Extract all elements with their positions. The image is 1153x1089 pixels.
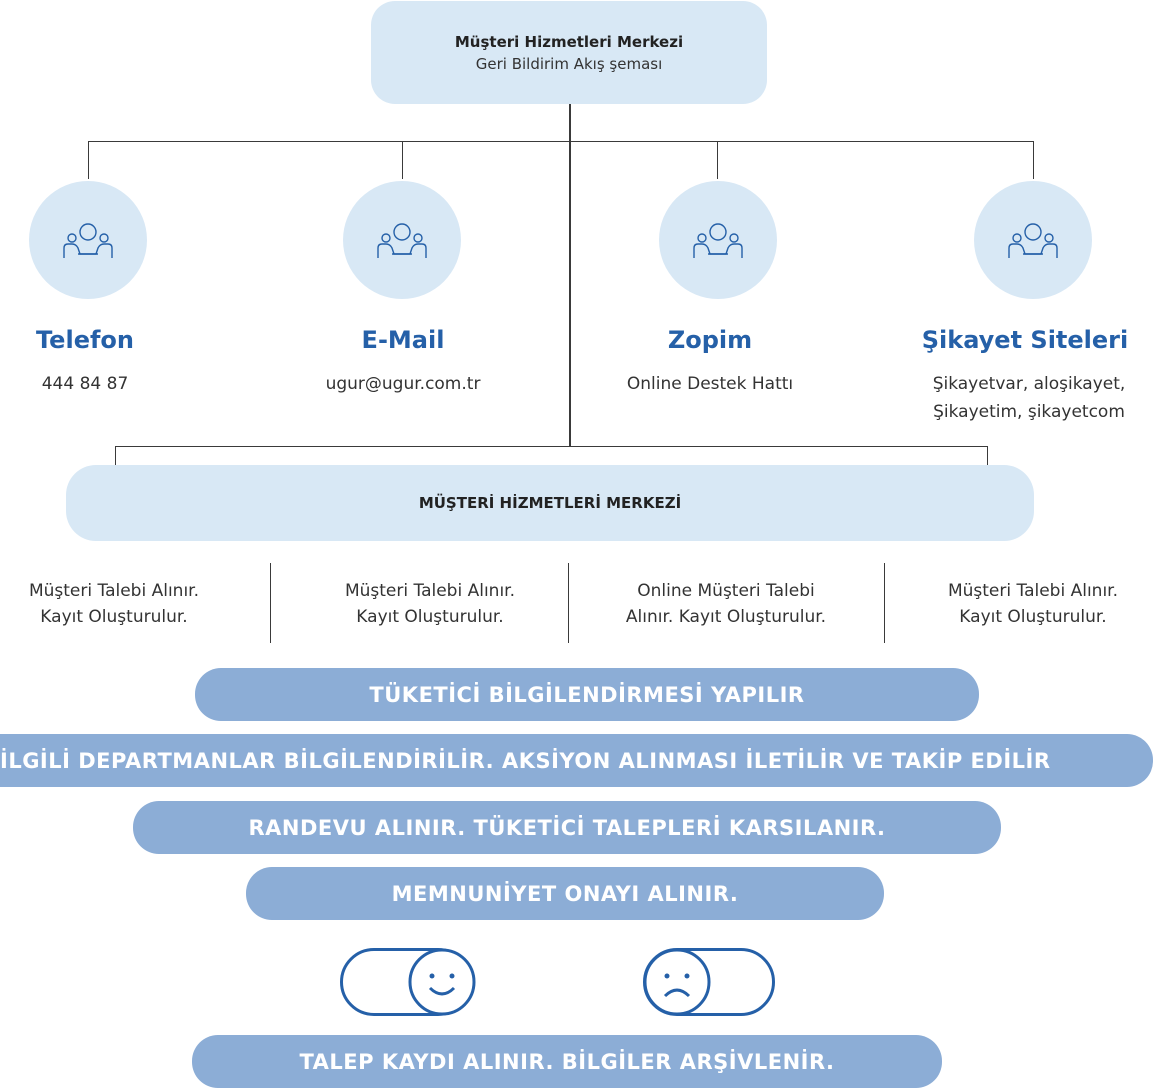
step-divider-2 xyxy=(568,563,569,643)
people-meeting-icon xyxy=(63,223,113,258)
channel-title-email: E-Mail xyxy=(361,326,445,354)
step-line-1: Online Müşteri Talebi xyxy=(637,581,815,601)
connector-top-horizontal xyxy=(88,141,1034,142)
step-line-1: Müşteri Talebi Alınır. xyxy=(947,581,1119,601)
channel-icon-circle-telefon xyxy=(29,181,147,299)
people-meeting-icon xyxy=(1008,223,1058,258)
connector-drop-email xyxy=(402,141,403,179)
step-divider-1 xyxy=(270,563,271,643)
process-step-4: MEMNUNİYET ONAYI ALINIR. xyxy=(246,867,884,920)
process-step-3: RANDEVU ALINIR. TÜKETİCİ TALEPLERİ KARSI… xyxy=(133,801,1001,854)
step-line-2: Kayıt Oluşturulur. xyxy=(356,607,504,627)
step-line-1: Müşteri Talebi Alınır. xyxy=(344,581,516,601)
channel-title-sikayet: Şikayet Siteleri xyxy=(921,326,1129,354)
step-line-1: Müşteri Talebi Alınır. xyxy=(28,581,200,601)
center-title: MÜŞTERİ HİZMETLERİ MERKEZİ xyxy=(418,494,682,512)
step-telefon: Müşteri Talebi Alınır. Kayıt Oluşturulur… xyxy=(0,578,228,630)
connector-bottom-horizontal xyxy=(115,446,988,447)
channel-icon-circle-zopim xyxy=(659,181,777,299)
channel-detail-email: ugur@ugur.com.tr xyxy=(325,374,481,394)
channel-detail-sikayet-line2: Şikayetim, şikayetcom xyxy=(933,402,1125,422)
step-sikayet: Müşteri Talebi Alınır. Kayıt Oluşturulur… xyxy=(915,578,1151,630)
channel-detail-sikayet-line1: Şikayetvar, aloşikayet, xyxy=(932,374,1126,394)
people-meeting-icon xyxy=(693,223,743,258)
channel-icon-circle-sikayet xyxy=(974,181,1092,299)
step-email: Müşteri Talebi Alınır. Kayıt Oluşturulur… xyxy=(310,578,550,630)
process-step-5: TALEP KAYDI ALINIR. BİLGİLER ARŞİVLENİR. xyxy=(192,1035,942,1088)
center-box: MÜŞTERİ HİZMETLERİ MERKEZİ xyxy=(66,465,1034,541)
header-box: Müşteri Hizmetleri Merkezi Geri Bildirim… xyxy=(371,1,767,104)
process-step-2: İLGİLİ DEPARTMANLAR BİLGİLENDİRİLİR. AKS… xyxy=(0,734,1153,787)
step-line-2: Alınır. Kayıt Oluşturulur. xyxy=(625,607,827,627)
connector-drop-zopim xyxy=(717,141,718,179)
step-zopim: Online Müşteri Talebi Alınır. Kayıt Oluş… xyxy=(594,578,858,630)
process-step-1: TÜKETİCİ BİLGİLENDİRMESİ YAPILIR xyxy=(195,668,979,721)
sad-face-icon xyxy=(643,948,711,1016)
connector-drop-sikayet xyxy=(1033,141,1034,179)
channel-detail-telefon: 444 84 87 xyxy=(41,374,129,394)
people-meeting-icon xyxy=(377,223,427,258)
step-divider-3 xyxy=(884,563,885,643)
happy-face-icon xyxy=(408,948,476,1016)
channel-detail-zopim: Online Destek Hattı xyxy=(626,374,794,394)
connector-trunk xyxy=(569,104,571,446)
channel-title-telefon: Telefon xyxy=(36,326,134,354)
connector-drop-telefon xyxy=(88,141,89,179)
connector-drop-left xyxy=(115,446,116,466)
header-subtitle: Geri Bildirim Akış şeması xyxy=(475,54,663,73)
header-title: Müşteri Hizmetleri Merkezi xyxy=(454,32,684,51)
step-line-2: Kayıt Oluşturulur. xyxy=(959,607,1107,627)
channel-icon-circle-email xyxy=(343,181,461,299)
step-line-2: Kayıt Oluşturulur. xyxy=(40,607,188,627)
connector-drop-right xyxy=(987,446,988,466)
channel-title-zopim: Zopim xyxy=(667,326,753,354)
